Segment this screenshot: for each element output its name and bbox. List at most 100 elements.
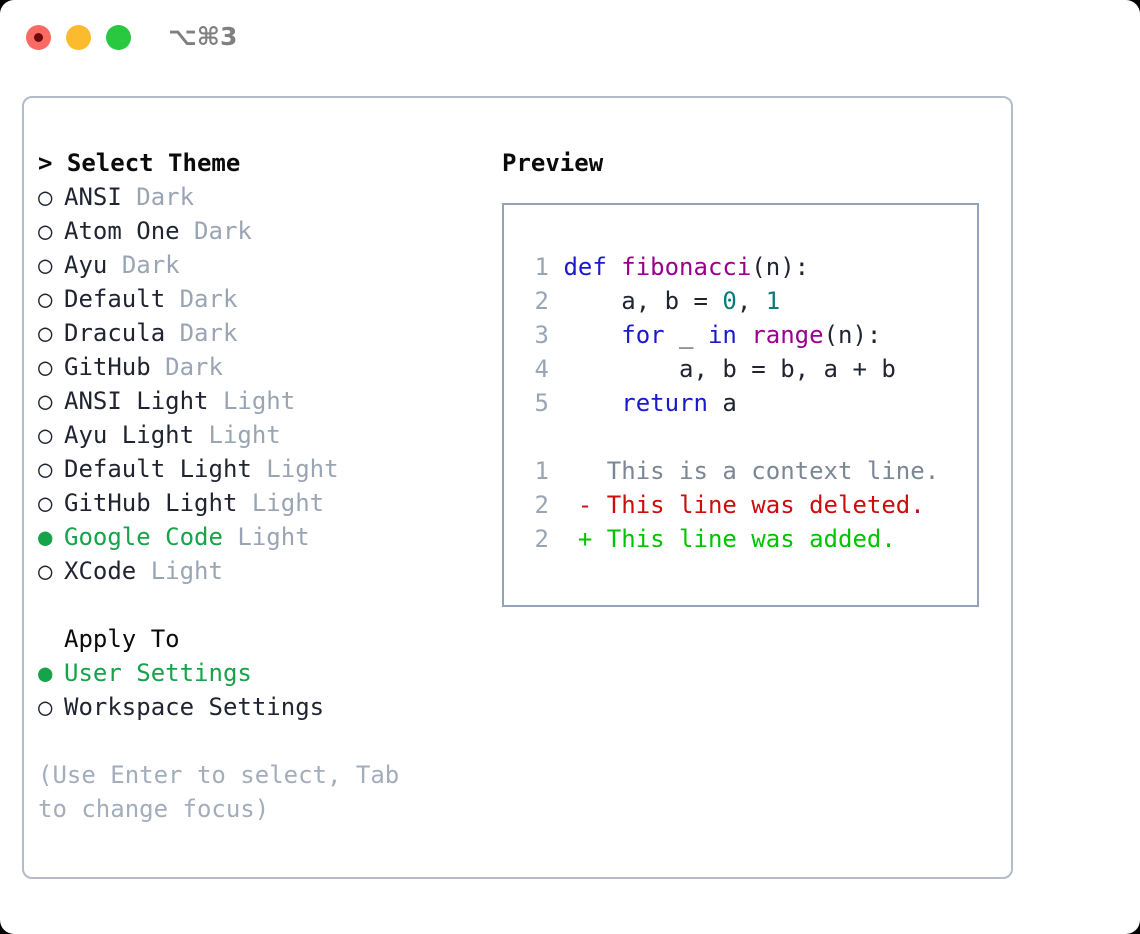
theme-option-default[interactable]: ○ Default Dark	[38, 282, 478, 316]
radio-unselected-icon: ○	[38, 489, 53, 517]
code-token-fn: fibonacci	[621, 253, 752, 281]
theme-option-github-light[interactable]: ○GitHub Light Light	[38, 486, 478, 520]
code-token-pl: (n):	[823, 321, 882, 349]
code-line: 3 for _ in range(n):	[521, 318, 896, 352]
theme-variant-badge: Dark	[194, 217, 252, 245]
diff-sign: +	[577, 525, 593, 553]
code-line: 4 a, b = b, a + b	[521, 352, 896, 386]
code-token-pl: (n):	[751, 253, 810, 281]
line-number: 2	[534, 287, 549, 315]
diff-line-number: 2	[534, 525, 549, 553]
code-line: 1 def fibonacci(n):	[521, 250, 896, 284]
radio-unselected-icon: ○	[38, 421, 53, 449]
theme-selector-panel: > Select Theme ○ANSI Dark○Atom One Dark○…	[22, 96, 1013, 879]
theme-list: ○ ANSI Dark ○ Atom One Dark ○ Ayu Dark ○ Defaul…	[38, 180, 478, 588]
keyboard-hint-text: (Use Enter to select, Tab to change focu…	[38, 761, 414, 823]
code-token-pl	[737, 321, 751, 349]
radio-selected-icon: ●	[38, 523, 53, 551]
code-line: 2 a, b = 0, 1	[521, 284, 896, 318]
radio-unselected-icon: ○	[38, 217, 53, 245]
code-token-pl: a	[707, 389, 737, 417]
diff-sign	[578, 457, 592, 485]
apply-to-option-user-settings[interactable]: ● User Settings	[38, 656, 478, 690]
diff-sign: -	[577, 491, 593, 519]
code-line: 5 return a	[521, 386, 896, 420]
theme-option-label: XCode	[64, 557, 137, 585]
theme-option-label: Default Light	[64, 455, 252, 483]
select-theme-prompt: > Select Theme	[38, 149, 241, 177]
diff-line-deleted: 2 - This line was deleted.	[521, 488, 939, 522]
theme-option-google-code[interactable]: ●Google Code Light	[38, 520, 478, 554]
theme-option-dracula[interactable]: ○Dracula Dark	[38, 316, 478, 350]
diff-line-number: 2	[534, 491, 549, 519]
list-spacer	[38, 588, 478, 622]
theme-variant-badge: Dark	[165, 353, 223, 381]
apply-to-option-label: User Settings	[64, 659, 252, 687]
theme-variant-badge: Light	[222, 387, 296, 415]
minimize-window-button[interactable]	[66, 25, 91, 50]
theme-option-github[interactable]: ○GitHub Dark	[38, 350, 478, 384]
theme-option-label: ANSI	[64, 183, 122, 211]
theme-option-label: Default	[64, 285, 166, 313]
apply-to-title: Apply To	[64, 625, 180, 653]
theme-option-label: GitHub	[64, 353, 151, 381]
code-token-num: 1	[765, 287, 781, 315]
theme-variant-badge: Dark	[121, 251, 180, 279]
theme-option-label: ANSI Light	[64, 387, 209, 415]
diff-text: This line was deleted.	[592, 491, 925, 519]
line-number: 4	[534, 355, 549, 383]
maximize-window-button[interactable]	[106, 25, 131, 50]
traffic-light-group	[26, 25, 131, 50]
line-number: 1	[534, 253, 549, 281]
theme-option-atom-one[interactable]: ○ Atom One Dark	[38, 214, 478, 248]
theme-option-ansi-light[interactable]: ○ANSI Light Light	[38, 384, 478, 418]
diff-line-context: 1 This is a context line.	[521, 454, 940, 488]
radio-unselected-icon: ○	[38, 455, 53, 483]
theme-option-ansi[interactable]: ○ ANSI Dark	[38, 180, 478, 214]
preview-column: Preview 1 def fibonacci(n):2 a, b = 0, 1…	[502, 146, 1002, 607]
diff-text: This line was added.	[592, 525, 896, 553]
theme-option-label: Atom One	[64, 217, 180, 245]
close-window-button[interactable]	[26, 25, 51, 50]
theme-variant-badge: Light	[266, 455, 339, 483]
theme-variant-badge: Dark	[179, 285, 238, 313]
radio-unselected-icon: ○	[38, 183, 53, 211]
apply-to-option-workspace-settings[interactable]: ○Workspace Settings	[38, 690, 478, 724]
radio-unselected-icon: ○	[38, 251, 53, 279]
theme-option-xcode[interactable]: ○XCode Light	[38, 554, 478, 588]
apply-to-option-label: Workspace Settings	[64, 693, 325, 721]
title-bar: ⌥⌘3	[0, 0, 1140, 78]
theme-option-label: Dracula	[64, 319, 166, 347]
theme-option-default-light[interactable]: ○ Default Light Light	[38, 452, 478, 486]
code-token-kw: for	[621, 321, 665, 349]
theme-option-ayu-light[interactable]: ○ Ayu Light Light	[38, 418, 478, 452]
theme-variant-badge: Light	[208, 421, 281, 449]
keyboard-shortcut-label: ⌥⌘3	[168, 22, 238, 51]
line-number: 3	[534, 321, 549, 349]
apply-to-list: ● User Settings ○Workspace Settings	[38, 656, 478, 724]
diff-line-added: 2 + This line was added.	[521, 522, 939, 556]
preview-title: Preview	[502, 149, 604, 177]
theme-variant-badge: Dark	[136, 183, 195, 211]
radio-unselected-icon: ○	[38, 319, 53, 347]
radio-unselected-icon: ○	[38, 557, 53, 585]
code-token-kw: in	[707, 321, 737, 349]
code-token-pl: _	[664, 321, 708, 349]
code-token-pl	[563, 321, 621, 349]
radio-unselected-icon: ○	[38, 285, 53, 313]
diff-line-number: 1	[534, 457, 549, 485]
theme-option-label: Google Code	[64, 523, 223, 551]
diff-sample: 1 This is a context line.2 - This line w…	[521, 454, 940, 556]
code-token-kw: return	[621, 389, 708, 417]
radio-selected-icon: ●	[38, 659, 53, 687]
theme-option-label: Ayu Light	[64, 421, 195, 449]
theme-option-label: Ayu	[64, 251, 108, 279]
theme-option-ayu[interactable]: ○ Ayu Dark	[38, 248, 478, 282]
line-number: 5	[534, 389, 549, 417]
code-token-pl: ,	[736, 287, 766, 315]
theme-variant-badge: Light	[251, 489, 325, 517]
theme-list-column: > Select Theme ○ANSI Dark○Atom One Dark○…	[38, 146, 478, 826]
